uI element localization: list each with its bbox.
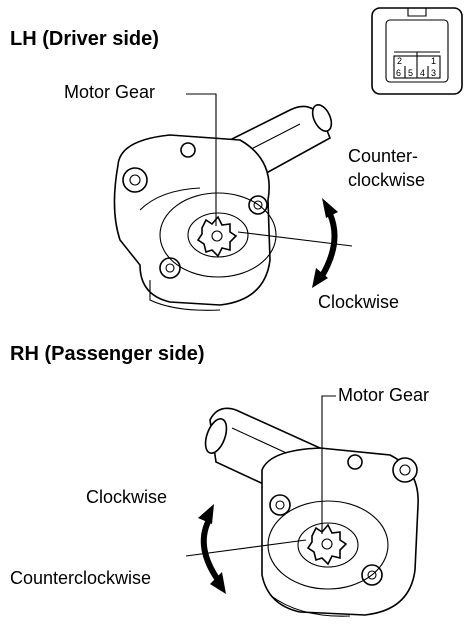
- rh-counterclockwise-label: Counterclockwise: [10, 568, 152, 588]
- rh-motor-gear-label: Motor Gear: [338, 385, 430, 405]
- lh-counter-label-line2: clockwise: [348, 170, 426, 190]
- lh-motor-illustration: [113, 93, 353, 311]
- lh-motor-gear-label: Motor Gear: [64, 82, 156, 102]
- connector-pin-1: 1: [431, 56, 436, 66]
- connector-pin-4: 4: [420, 68, 425, 78]
- lh-heading: LH (Driver side): [10, 28, 159, 50]
- rh-motor-illustration: [185, 395, 419, 617]
- lh-gear-icon: [196, 215, 238, 258]
- rh-clockwise-label: Clockwise: [86, 487, 168, 507]
- rh-gear-icon: [306, 523, 348, 566]
- lh-clockwise-label: Clockwise: [318, 292, 400, 312]
- connector-pin-3: 3: [431, 68, 436, 78]
- lh-counter-label-line1: Counter-: [348, 146, 419, 166]
- connector-pin-2: 2: [397, 56, 402, 66]
- rh-rotation-arrow-icon: [198, 504, 226, 594]
- connector-pin-5: 5: [408, 68, 413, 78]
- connector-icon: 2 1 6 5 4 3: [371, 7, 463, 95]
- rh-heading: RH (Passenger side): [10, 343, 205, 365]
- lh-rotation-arrow-icon: [312, 198, 338, 288]
- connector-pin-6: 6: [396, 68, 401, 78]
